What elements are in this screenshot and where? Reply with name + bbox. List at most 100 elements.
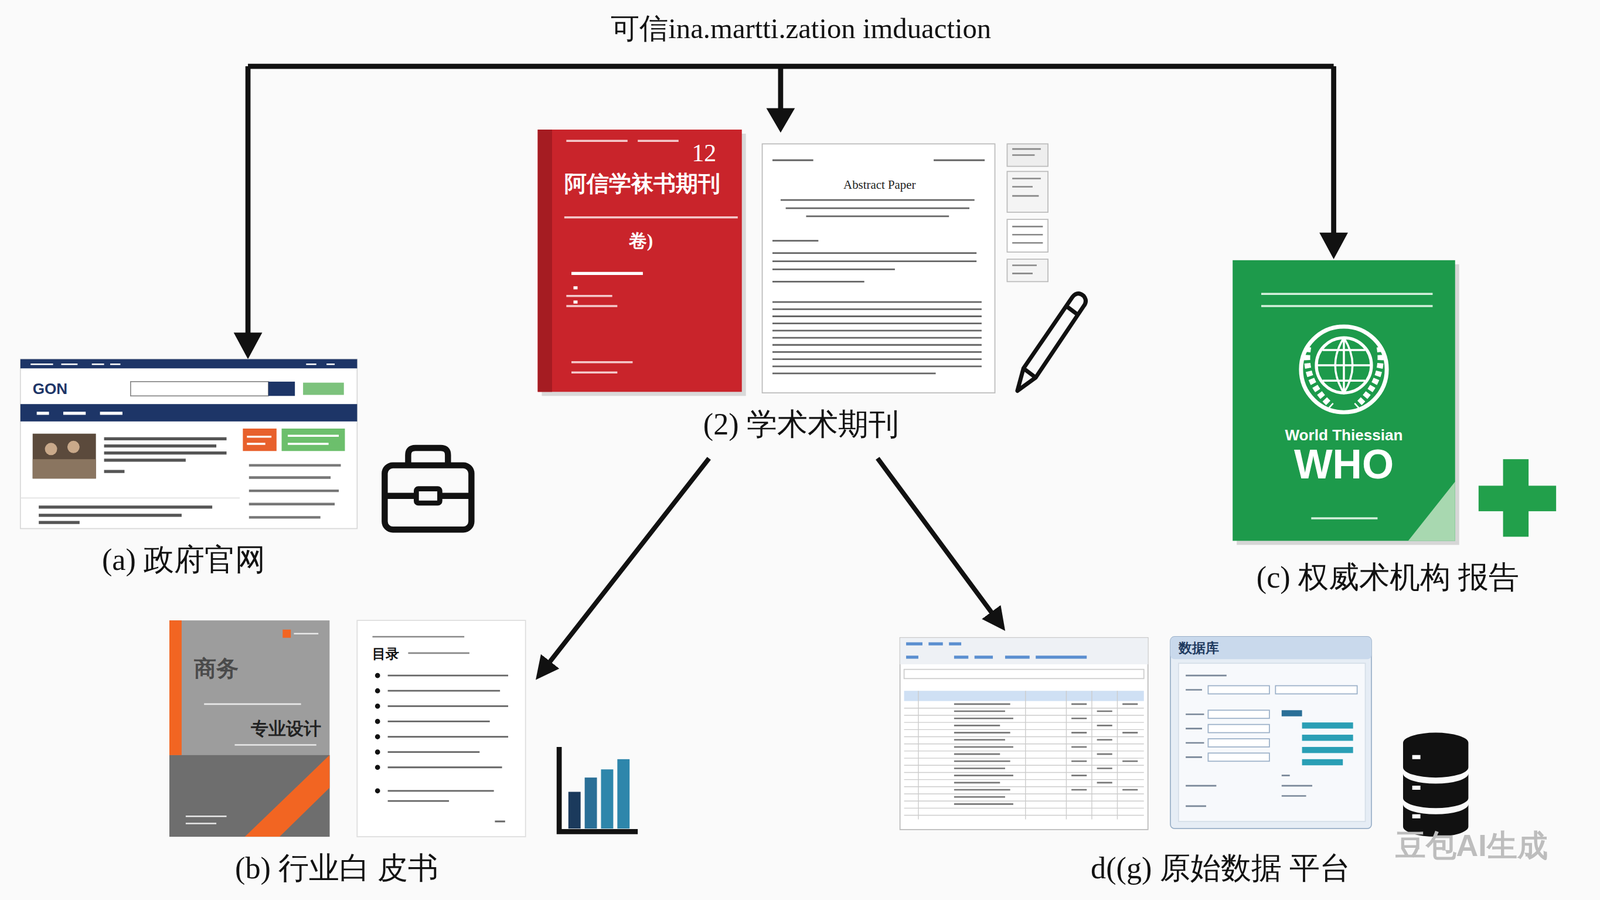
database-panel-body [1178,662,1366,822]
paper-page [762,143,996,393]
web-list-lines [249,465,342,518]
label-anchor: GON [32,379,68,398]
label-anchor: WHO [1294,440,1394,488]
web-photo-person [67,440,80,454]
briefcase-icon [384,447,472,530]
whitepaper-strip [169,620,182,755]
label-anchor: 专业设计 [250,718,322,739]
illustration-label: GON [32,379,68,398]
database-bar [1302,758,1344,765]
paper-thumbnail [1006,219,1048,253]
database-form-field [1207,709,1269,718]
briefcase-clasp [416,488,440,503]
journal-cover-lines [564,140,738,373]
database-form-field [1275,685,1357,694]
chart-axis [559,746,638,832]
database-bar [1281,709,1303,716]
label-anchor: 目录 [372,646,400,662]
pencil-icon [1017,293,1087,391]
node-caption: (2) 学术术期刊 [703,406,900,442]
database-cylinder [1403,732,1469,837]
title-anchor: 可信ina.martti.zation imduaction [610,12,992,46]
website-screenshot [20,359,358,529]
illustration-label: WHO [1294,440,1394,488]
label-anchor: 12 [691,138,717,168]
database-form-field [1207,738,1269,747]
database-bar [1302,722,1354,728]
label-anchor: 豆包AI生成 [1395,827,1548,863]
paper-thumbnail-lines [1012,148,1043,274]
watermark: 豆包AI生成 [1395,827,1548,863]
database-bar [1302,746,1354,753]
database-icon [1403,732,1469,837]
spreadsheet-cells [954,703,1138,805]
illustration-label: 阿信学袜书期刊 [564,170,721,197]
node-caption: d((g) 原始数据 平台 [1090,849,1351,885]
paper-thumbnail [1006,259,1048,282]
who-emblem-ring [1301,326,1387,413]
source-node: (a) 政府官网 [20,359,358,584]
database-panel [1170,636,1372,829]
illustration-label: 专业设计 [250,718,322,739]
illustration-label: 目录 [372,646,400,662]
paper-text-lines [772,160,985,374]
whitepaper-diagonal [244,754,330,837]
whitepaper-cover [169,620,330,837]
illustration-label: World Thiessian [1284,426,1403,444]
web-tile-lines [246,435,339,444]
whitepaper-illustration [169,620,526,837]
node-caption: (c) 权威术机构 报告 [1256,559,1520,595]
label-anchor: 数据库 [1178,640,1220,656]
whitepaper-logo [282,629,291,638]
bar-chart-icon [559,746,638,832]
connector-arrow [542,458,709,671]
web-nav-items [36,411,123,415]
web-photo-person [45,442,58,455]
label-anchor: 商务 [193,655,239,682]
plus-horizontal [1478,485,1557,512]
toc-bullets [375,675,381,791]
journal-cover [538,129,742,392]
who-cover-lines [1261,293,1433,519]
database-form-field [1207,685,1269,694]
database-bar [1302,734,1354,741]
paper-thumbnail [1006,171,1048,213]
source-node: d((g) 原始数据 平台 [897,634,1373,893]
who-report-illustration [1232,260,1460,546]
journal-illustration [538,129,1087,396]
label-anchor: 卷) [628,230,653,252]
web-text-lines [38,438,227,523]
web-page [20,359,358,529]
who-emblem-meridians [1316,337,1372,393]
web-green-button [303,382,345,396]
spreadsheet-toolbar [900,637,1149,665]
web-photo [32,433,97,479]
diagram-title: 可信ina.martti.zation imduaction [610,12,992,46]
connector-arrow [877,458,999,622]
illustration-label: 12 [691,138,717,168]
database-form-field [1207,752,1269,761]
who-emblem-globe [1316,337,1372,393]
node-caption: (a) 政府官网 [101,541,266,577]
whitepaper-cover-lower [169,754,330,837]
plus-icon [1478,458,1557,537]
illustration-label: 数据库 [1178,640,1220,656]
chart-bar [568,791,581,829]
web-nav-bar [20,403,358,422]
web-divider [20,496,240,499]
web-photo-table [32,458,97,479]
data-platform-illustration [900,636,1372,830]
illustration-label: 卷) [628,230,653,252]
journal-spine [538,129,553,392]
spreadsheet-grid [904,690,1145,819]
database-form-field [1207,724,1269,733]
who-cover [1232,260,1456,541]
chart-bar [584,777,598,829]
chart-bar [617,758,630,829]
database-panel-lines [1281,775,1313,796]
illustration-label: 商务 [193,655,239,682]
database-lights [1412,756,1421,816]
illustration-label: Abstract Paper [843,177,916,192]
toc-lines [387,675,509,822]
web-green-tile [281,428,346,451]
